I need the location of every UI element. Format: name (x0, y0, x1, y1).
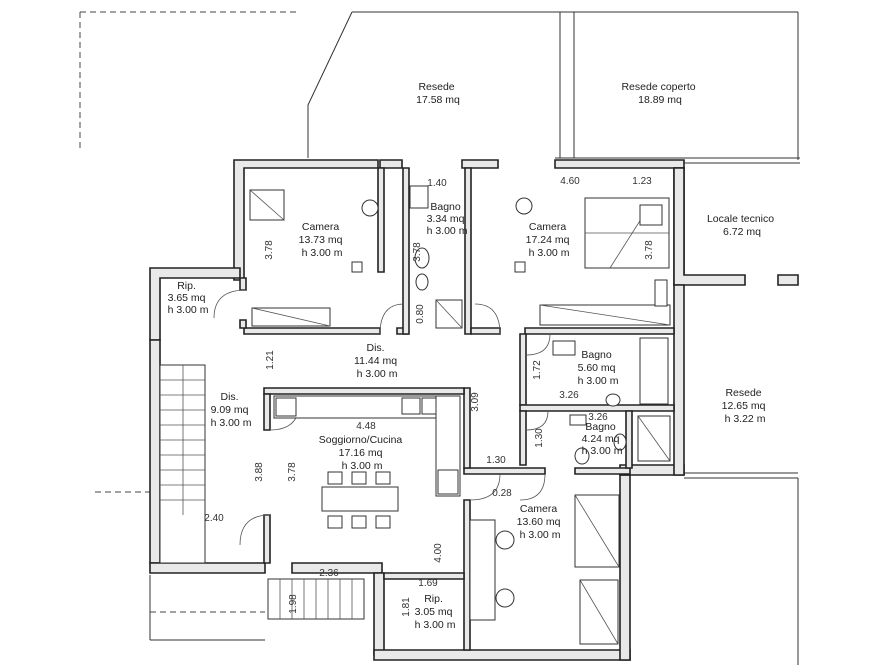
exterior-walls (149, 159, 799, 661)
dimension-label: 1.72 (532, 360, 543, 380)
room-label-bagno-1: Bagno 3.34 mq h 3.00 m (427, 201, 468, 237)
room-label-resede-2: Resede 12.65 mq h 3.22 m (722, 387, 769, 425)
dimension-label: 3.78 (412, 242, 423, 262)
fixtures (159, 185, 671, 645)
dimension-label: 3.78 (287, 462, 298, 482)
room-label-rip-2: Rip. 3.05 mq h 3.00 m (415, 593, 456, 631)
dimension-label: 2.36 (319, 568, 339, 579)
dimension-label: 1.30 (534, 428, 545, 448)
dimension-label: 3.09 (470, 392, 481, 412)
dimension-label: 0.80 (415, 304, 426, 324)
dimension-label: 1.98 (288, 594, 299, 614)
dimension-label: 3.78 (264, 240, 275, 260)
room-label-camera-1: Camera 13.73 mq h 3.00 m (299, 221, 346, 259)
room-label-dis-2: Dis. 9.09 mq h 3.00 m (211, 391, 252, 429)
room-label-locale-tecnico: Locale tecnico 6.72 mq (707, 213, 777, 238)
dimension-label: 4.48 (356, 421, 376, 432)
interior-walls (239, 167, 675, 651)
room-label-resede-coperto: Resede coperto 18.89 mq (621, 81, 698, 106)
dimension-label: 3.78 (644, 240, 655, 260)
dimension-label: 1.69 (418, 578, 438, 589)
room-label-bagno-2: Bagno 5.60 mq h 3.00 m (578, 349, 619, 387)
room-label-camera-2: Camera 17.24 mq h 3.00 m (526, 221, 573, 259)
dimension-label: 4.00 (433, 543, 444, 563)
room-label-bagno-3: Bagno 4.24 mq h 3.00 m (582, 421, 623, 457)
dimension-label: 1.23 (632, 176, 652, 187)
dimension-labels: 1.40 4.60 1.23 3.78 3.78 3.78 0.80 1.21 … (204, 176, 655, 617)
room-label-camera-3: Camera 13.60 mq h 3.00 m (517, 503, 564, 541)
dimension-label: 1.40 (427, 178, 447, 189)
outdoor-outlines (79, 11, 800, 665)
dimension-label: 4.60 (560, 176, 580, 187)
room-labels: Resede 17.58 mq Resede coperto 18.89 mq … (168, 81, 777, 631)
dimension-label: 1.30 (486, 455, 506, 466)
dimension-label: 2.40 (204, 513, 224, 524)
dimension-label: 3.26 (588, 412, 608, 423)
dimension-label: 0.28 (492, 488, 512, 499)
dimension-label: 3.26 (559, 390, 579, 401)
dimension-label: 1.21 (265, 350, 276, 370)
room-label-soggiorno-cucina: Soggiorno/Cucina 17.16 mq h 3.00 m (319, 434, 405, 472)
room-label-rip-1: Rip. 3.65 mq h 3.00 m (168, 280, 209, 316)
room-label-dis-1: Dis. 11.44 mq h 3.00 m (354, 342, 400, 380)
dimension-label: 3.88 (254, 462, 265, 482)
dimension-label: 1.81 (401, 597, 412, 617)
room-label-resede-1: Resede 17.58 mq (416, 81, 460, 106)
